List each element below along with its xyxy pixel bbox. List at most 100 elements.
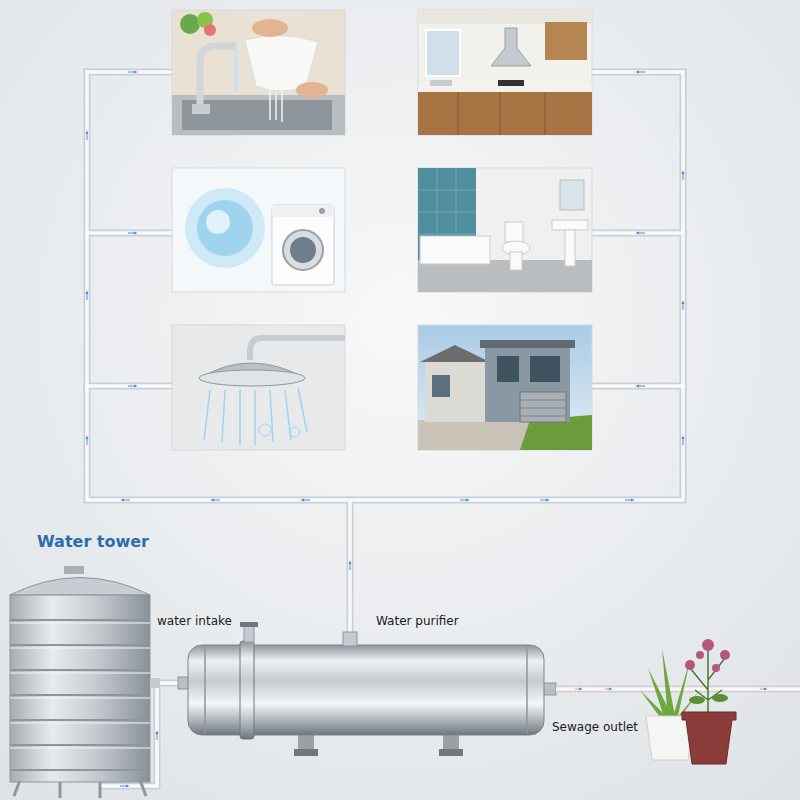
water-tower-part-part xyxy=(10,623,150,748)
part-label: Water purifier xyxy=(376,614,459,628)
house-photo-part xyxy=(530,356,560,382)
house-photo xyxy=(418,325,592,450)
sewage-pipe-part xyxy=(556,687,800,691)
supply-pipes xyxy=(87,72,683,642)
potted-plants-part-part xyxy=(712,664,720,672)
sink-photo-part xyxy=(180,14,200,34)
sink-photo-part xyxy=(182,100,332,130)
shower-photo-part xyxy=(250,338,345,360)
sewage-pipe-part xyxy=(556,686,800,693)
flow-arrows-part xyxy=(87,437,88,445)
kitchen-photo xyxy=(418,10,592,135)
bathroom-photo-part xyxy=(552,220,588,230)
bathroom-photo-part xyxy=(510,252,522,270)
sink-photo-part xyxy=(172,10,345,135)
flow-arrows-part xyxy=(122,500,130,501)
potted-plants-part-part xyxy=(685,660,695,670)
sewage-pipe xyxy=(556,689,800,690)
bathroom-photo-part xyxy=(420,236,490,264)
house-photo-part xyxy=(520,400,566,416)
kitchen-photo-part xyxy=(498,80,524,86)
supply-pipes-part xyxy=(87,72,683,642)
kitchen-photo-part xyxy=(430,80,452,86)
flow-arrows-part xyxy=(128,386,136,387)
kitchen-photo-part xyxy=(491,28,531,66)
potted-plants-part-part xyxy=(690,650,725,715)
bathroom-photo-part xyxy=(565,230,575,266)
kitchen-photo-part xyxy=(418,10,592,24)
potted-plants-part xyxy=(689,694,728,704)
supply-pipes-part-part xyxy=(87,72,172,386)
potted-plants-part-part xyxy=(720,650,730,660)
kitchen-photo-part xyxy=(426,30,460,76)
flow-arrows-part xyxy=(637,233,645,234)
kitchen-photo-part xyxy=(458,92,545,135)
shower-photo-part xyxy=(172,325,345,450)
water-tower-part xyxy=(10,620,150,770)
water-tower xyxy=(10,566,188,798)
house-photo-part xyxy=(425,360,485,422)
washing-machine-photo-part xyxy=(319,208,325,214)
water-purifier-part xyxy=(294,749,318,756)
water-tower-part xyxy=(157,732,158,740)
tower-heading: Water tower xyxy=(37,532,149,551)
potted-plants-part-part xyxy=(712,694,728,702)
flow-arrows-part xyxy=(683,172,684,180)
house-photo-part xyxy=(497,356,519,382)
flow-arrows-part xyxy=(350,562,351,570)
water-purifier-part xyxy=(443,733,459,751)
washing-machine-photo-part xyxy=(272,205,334,217)
water-purifier-part xyxy=(244,626,254,642)
kitchen-photo-part xyxy=(418,90,592,135)
potted-plants-part-part xyxy=(702,639,714,651)
shower-photo-part xyxy=(199,370,305,386)
sink-photo-part xyxy=(235,50,238,92)
kitchen-photo-part xyxy=(418,10,592,135)
supply-pipes-part-part xyxy=(347,500,354,642)
flow-arrows-part xyxy=(460,500,468,501)
shower-photo-part xyxy=(204,388,307,445)
washing-machine-photo xyxy=(172,168,345,292)
potted-plants-part xyxy=(682,712,736,764)
supply-pipes-part-part xyxy=(348,500,352,642)
flow-arrows-part xyxy=(625,500,633,501)
shower-photo-part xyxy=(290,427,300,437)
water-tower-part xyxy=(10,578,150,596)
sink-photo-part xyxy=(252,19,288,37)
flow-arrows-part xyxy=(540,500,548,501)
sewage-pipe-part-part xyxy=(605,689,611,690)
water-tower-part xyxy=(150,678,160,688)
flow-arrows-part xyxy=(302,500,310,501)
water-purifier-part xyxy=(298,733,314,751)
washing-machine-photo-part xyxy=(283,230,323,270)
supply-pipes-part-part xyxy=(87,72,683,500)
water-purifier xyxy=(178,622,556,756)
potted-plants-part-part xyxy=(696,651,704,659)
house-photo-part xyxy=(420,345,490,362)
water-purifier-part xyxy=(439,749,463,756)
bathroom-photo-part xyxy=(418,168,592,292)
water-purifier-part xyxy=(240,641,254,739)
supply-pipes-part-part xyxy=(592,72,683,386)
flow-arrows-part xyxy=(637,386,645,387)
shower-photo-part xyxy=(259,424,271,436)
potted-plants-part xyxy=(690,650,725,715)
kitchen-photo-part xyxy=(545,22,587,60)
potted-plants-part xyxy=(640,648,700,720)
bathroom-photo-part xyxy=(505,222,523,242)
part-label: Sewage outlet xyxy=(552,720,638,734)
flow-arrows-part xyxy=(683,302,684,310)
washing-machine-photo-part xyxy=(206,210,230,234)
water-purifier-part xyxy=(240,622,258,627)
sink-photo-part xyxy=(270,90,282,122)
house-photo-part xyxy=(480,340,575,348)
flow-arrows-part xyxy=(683,437,684,445)
supply-pipes-part xyxy=(87,72,683,642)
water-tower-part xyxy=(120,786,128,787)
washing-machine-photo-part xyxy=(172,168,345,292)
water-tower-part-part xyxy=(10,620,150,770)
